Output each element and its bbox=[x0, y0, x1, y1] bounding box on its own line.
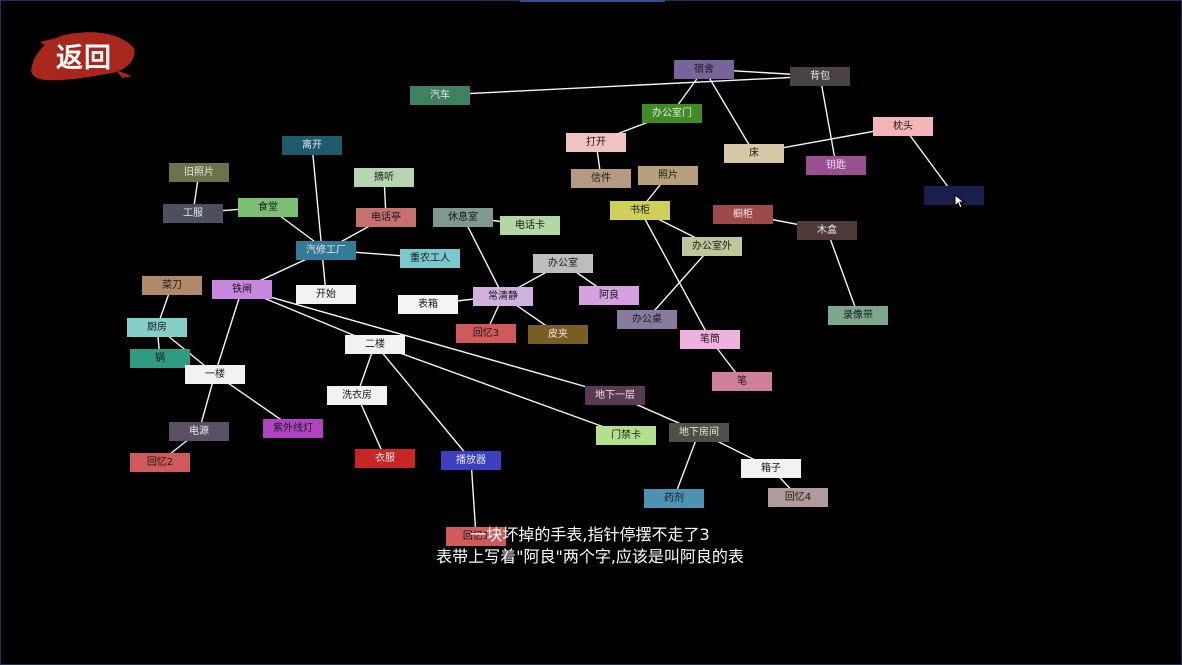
node-huiyi3[interactable]: 回忆3 bbox=[456, 323, 516, 343]
node-dixiafangjian[interactable]: 地下房间 bbox=[669, 422, 729, 442]
node-zhaopian[interactable]: 照片 bbox=[638, 165, 698, 185]
node-chugui[interactable]: 橱柜 bbox=[713, 204, 773, 224]
node-xiuxishi[interactable]: 休息室 bbox=[433, 207, 493, 227]
node-dianhuaka[interactable]: 电话卡 bbox=[500, 215, 560, 235]
node-yaoshi[interactable]: 钥匙 bbox=[806, 155, 866, 175]
node-dianyuan[interactable]: 电源 bbox=[169, 421, 229, 441]
link-likai-kaishi bbox=[311, 144, 327, 295]
node-yifu[interactable]: 衣服 bbox=[355, 448, 415, 468]
dialog-line-2: 表带上写着"阿良"两个字,应该是叫阿良的表 bbox=[436, 547, 744, 566]
link-xiyifang-yifu bbox=[356, 394, 386, 459]
back-button[interactable]: 返回 bbox=[26, 26, 138, 84]
node-shitang[interactable]: 食堂 bbox=[238, 197, 298, 217]
node-pijia[interactable]: 皮夹 bbox=[528, 324, 588, 344]
node-qichegongchang[interactable]: 汽修工厂 bbox=[296, 240, 356, 260]
node-shugui[interactable]: 书柜 bbox=[610, 200, 670, 220]
node-qiche[interactable]: 汽车 bbox=[410, 85, 470, 105]
dialog-line-1: 一块坏掉的手表,指针停摆不走了3 bbox=[470, 525, 710, 544]
node-bangongshi[interactable]: 办公室 bbox=[533, 253, 593, 273]
node-huiyi2[interactable]: 回忆2 bbox=[130, 452, 190, 472]
node-chuqingjing[interactable]: 常清静 bbox=[473, 286, 533, 306]
node-aliang[interactable]: 阿良 bbox=[579, 285, 639, 305]
node-xiyifang[interactable]: 洗衣房 bbox=[327, 385, 387, 405]
node-dixiayiceng[interactable]: 地下一层 bbox=[585, 385, 645, 405]
node-kaishi[interactable]: 开始 bbox=[296, 284, 356, 304]
node-zhentou[interactable]: 枕头 bbox=[873, 116, 933, 136]
node-huiyi1[interactable]: 回忆1 bbox=[446, 526, 506, 546]
link-bofangqi-huiyi1 bbox=[470, 459, 477, 537]
node-menjinka[interactable]: 门禁卡 bbox=[596, 425, 656, 445]
node-bangongshimen[interactable]: 办公室门 bbox=[642, 103, 702, 123]
link-tiemen-yilou bbox=[214, 288, 243, 375]
link-erlou-menjinka bbox=[374, 343, 627, 436]
link-tiemen-dixiayiceng bbox=[241, 288, 616, 396]
node-xinjian[interactable]: 信件 bbox=[571, 168, 631, 188]
link-dixiafangjian-yaoji bbox=[673, 431, 700, 499]
node-caidao[interactable]: 菜刀 bbox=[142, 275, 202, 295]
node-luyindai[interactable]: 录像带 bbox=[828, 305, 888, 325]
node-zhexian[interactable]: 摘听 bbox=[354, 167, 414, 187]
node-chuang[interactable]: 床 bbox=[724, 143, 784, 163]
brush-stroke-icon bbox=[31, 32, 135, 81]
node-dakai[interactable]: 打开 bbox=[566, 132, 626, 152]
node-bangongzhuo[interactable]: 办公桌 bbox=[617, 309, 677, 329]
top-accent-bar bbox=[520, 0, 665, 2]
node-jiuzhaopian[interactable]: 旧照片 bbox=[169, 162, 229, 182]
node-bitong[interactable]: 笔筒 bbox=[680, 329, 740, 349]
dialog-text: 一块坏掉的手表,指针停摆不走了3 表带上写着"阿良"两个字,应该是叫阿良的表 bbox=[380, 524, 800, 568]
node-shuiguandeng[interactable]: 紫外线灯 bbox=[263, 418, 323, 438]
node-likai[interactable]: 离开 bbox=[282, 135, 342, 155]
node-yaoji[interactable]: 药剂 bbox=[644, 488, 704, 508]
link-sushe-chuang bbox=[703, 68, 755, 154]
node-muhe[interactable]: 木盒 bbox=[797, 220, 857, 240]
node-yilou[interactable]: 一楼 bbox=[185, 364, 245, 384]
node-tiemen[interactable]: 铁闸 bbox=[212, 279, 272, 299]
node-xinxiang[interactable]: 表箱 bbox=[398, 294, 458, 314]
link-muhe-luyindai bbox=[826, 229, 859, 316]
link-qiche-beibao bbox=[439, 75, 821, 96]
mouse-cursor-icon bbox=[954, 194, 966, 209]
node-dianhuating[interactable]: 电话亭 bbox=[356, 207, 416, 227]
node-guo[interactable]: 锅 bbox=[130, 348, 190, 368]
link-erlou-bofangqi bbox=[374, 343, 472, 461]
node-baoyigongren[interactable]: 重农工人 bbox=[400, 248, 460, 268]
node-bangongshiwai[interactable]: 办公室外 bbox=[682, 236, 742, 256]
link-beibao-yaoshi bbox=[819, 75, 837, 166]
node-erlou[interactable]: 二楼 bbox=[345, 334, 405, 354]
link-bangongshiwai-bangongzhuo bbox=[646, 245, 713, 320]
node-blank[interactable] bbox=[924, 185, 984, 205]
node-beibao[interactable]: 背包 bbox=[790, 66, 850, 86]
link-shugui-bitong bbox=[639, 209, 711, 340]
node-chufang[interactable]: 厨房 bbox=[127, 317, 187, 337]
node-bofangqi[interactable]: 播放器 bbox=[441, 450, 501, 470]
link-zhentou-blank bbox=[902, 125, 955, 196]
node-sushe[interactable]: 宿舍 bbox=[674, 59, 734, 79]
node-xiangzi[interactable]: 箱子 bbox=[741, 458, 801, 478]
node-huiyi4[interactable]: 回忆4 bbox=[768, 487, 828, 507]
link-xiuxishi-chuqingjing bbox=[462, 216, 504, 297]
back-button-label: 返回 bbox=[56, 43, 112, 74]
node-gongfu[interactable]: 工服 bbox=[163, 203, 223, 223]
node-bi[interactable]: 笔 bbox=[712, 371, 772, 391]
